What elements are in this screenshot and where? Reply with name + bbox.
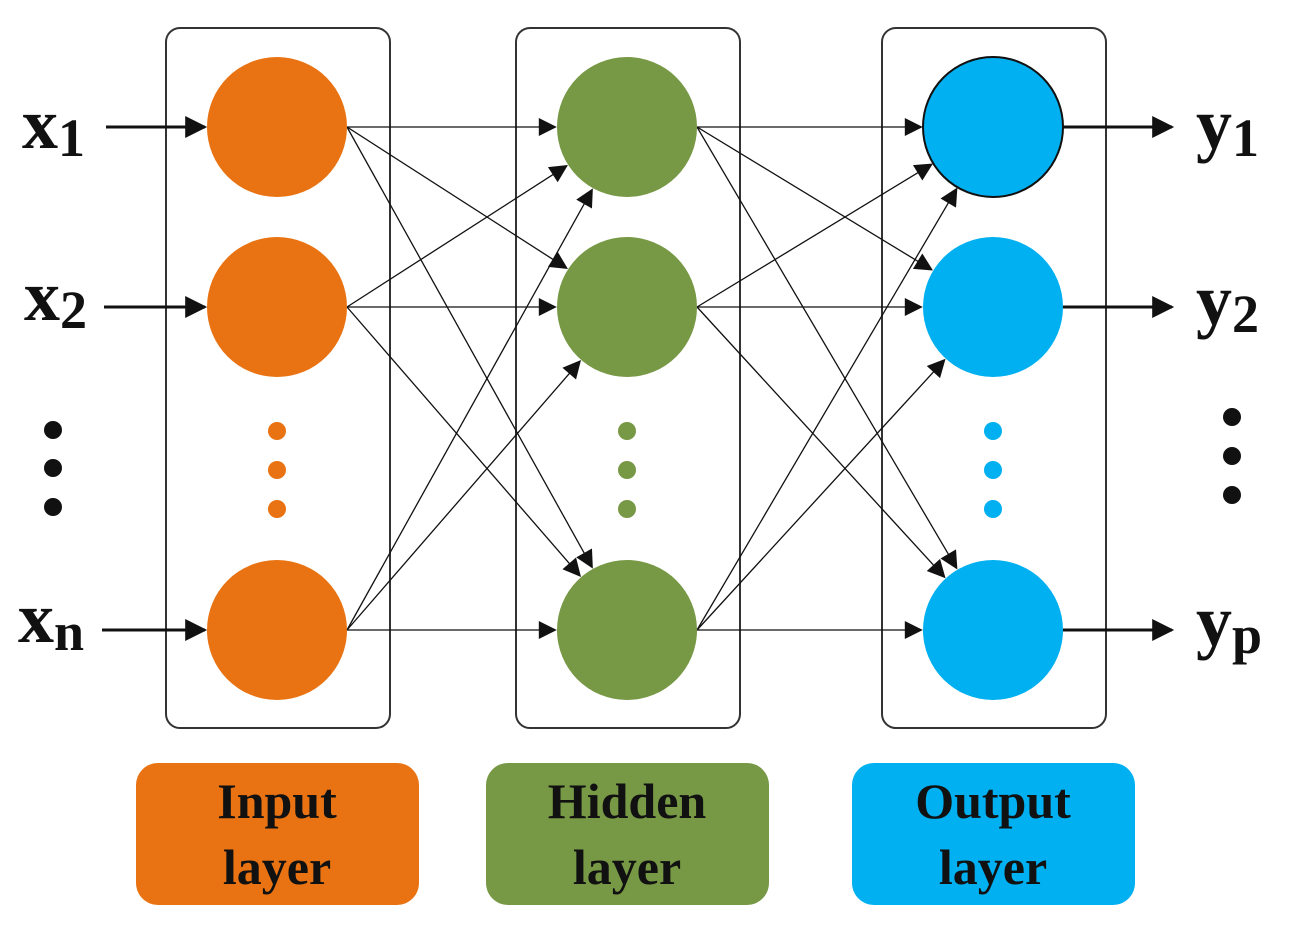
connection-l2-1-3: [696, 126, 958, 570]
output-label-2: y2: [1196, 260, 1259, 344]
input-node-n: [207, 560, 347, 700]
connection-l2-3-1: [696, 187, 958, 631]
svg-text:layer: layer: [573, 839, 681, 895]
connection-l1-1-3: [346, 126, 593, 569]
svg-text:layer: layer: [223, 839, 331, 895]
connection-l2-1-2: [696, 126, 934, 271]
output-label-1: y1: [1196, 84, 1259, 168]
output-layer-legend: Output layer: [852, 763, 1135, 905]
hidden-layer-frame: [515, 27, 741, 729]
input-layer-frame: [165, 27, 391, 729]
input-label-2: x2: [24, 256, 87, 340]
connection-l2-3-2: [696, 358, 946, 631]
output-node-p: [923, 560, 1063, 700]
connection-l1-1-2: [346, 126, 568, 270]
connection-l2-2-1: [696, 163, 934, 308]
input-ellipsis: [268, 422, 286, 518]
svg-text:Output: Output: [915, 773, 1071, 829]
connection-l1-2-1: [346, 164, 568, 308]
x-ellipsis: [44, 421, 62, 516]
hidden-layer-legend: Hidden layer: [486, 763, 769, 905]
hidden-node-n: [557, 560, 697, 700]
connection-l1-3-2: [346, 360, 582, 631]
connection-l1-2-3: [346, 306, 582, 577]
y-ellipsis: [1223, 408, 1241, 504]
output-ellipsis: [984, 422, 1002, 518]
hidden-node-1: [557, 57, 697, 197]
output-node-2: [923, 237, 1063, 377]
output-layer-frame: [881, 27, 1107, 729]
svg-text:layer: layer: [939, 839, 1047, 895]
input-layer-legend: Input layer: [136, 763, 419, 905]
svg-text:Input: Input: [217, 773, 337, 829]
hidden-node-2: [557, 237, 697, 377]
connections: [346, 118, 958, 639]
input-label-1: x1: [22, 84, 85, 168]
connection-l1-3-1: [346, 188, 593, 631]
output-label-p: yp: [1196, 581, 1262, 665]
svg-text:Hidden: Hidden: [548, 773, 707, 829]
connection-l2-2-3: [696, 306, 946, 579]
input-node-2: [207, 237, 347, 377]
output-node-1: [922, 56, 1064, 198]
io-arrows: [102, 116, 1175, 641]
input-label-n: xn: [18, 578, 84, 662]
hidden-ellipsis: [618, 422, 636, 518]
input-node-1: [207, 57, 347, 197]
